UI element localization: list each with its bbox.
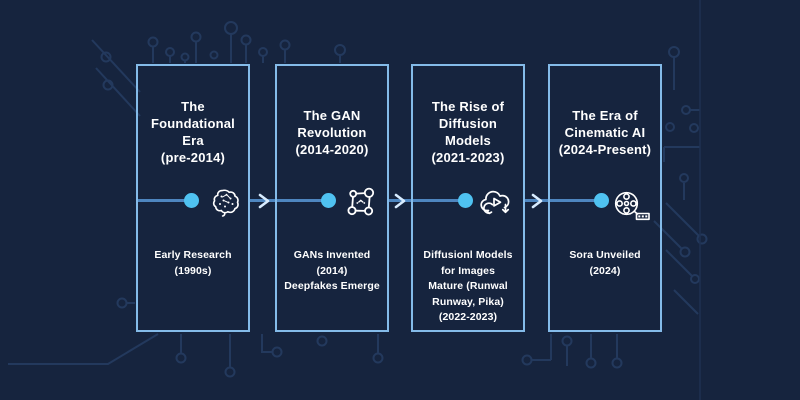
timeline-dot-3: [458, 193, 473, 208]
stage-title: The GAN Revolution: [297, 107, 367, 140]
stage-period: (2021-2023): [431, 150, 505, 165]
brain-icon: [208, 185, 244, 221]
stage-title: The Era of Cinematic AI: [564, 107, 646, 140]
stage-caption: Early Research (1990s): [154, 249, 232, 277]
stage-title-block: The GAN Revolution (2014-2020): [277, 66, 387, 198]
arrow-right-icon: [256, 192, 272, 210]
timeline-segment-3: [389, 199, 466, 202]
stage-box-diffusion-models: The Rise of Diffusion Models (2021-2023)…: [411, 64, 525, 332]
stage-period: (pre-2014): [160, 150, 226, 165]
timeline-segment-2: [250, 199, 329, 202]
stage-box-cinematic-ai: The Era of Cinematic AI (2024-Present) S…: [548, 64, 662, 332]
timeline-dot-4: [594, 193, 609, 208]
stage-caption: Sora Unveiled (2024): [569, 249, 641, 277]
gan-network-icon: [345, 186, 377, 218]
timeline-segment-4: [525, 199, 602, 202]
stage-title: The Foundational Era: [151, 99, 235, 148]
arrow-right-icon: [529, 192, 545, 210]
stage-title: The Rise of Diffusion Models: [431, 99, 505, 148]
timeline-dot-2: [321, 193, 336, 208]
stage-period: (2024-Present): [558, 141, 652, 157]
stage-title-block: The Rise of Diffusion Models (2021-2023): [413, 66, 523, 198]
stage-caption: Diffusionl Models for Images Mature (Run…: [423, 249, 513, 323]
stage-box-foundational-era: The Foundational Era (pre-2014) Early Re…: [136, 64, 250, 332]
timeline-segment-1: [136, 199, 192, 202]
arrow-right-icon: [392, 192, 408, 210]
stage-title-block: The Era of Cinematic AI (2024-Present): [550, 66, 660, 198]
stage-period: (2014-2020): [295, 141, 369, 157]
timeline-dot-1: [184, 193, 199, 208]
stage-title-block: The Foundational Era (pre-2014): [138, 66, 248, 198]
film-reel-icon: [611, 188, 651, 224]
cloud-video-icon: [477, 186, 517, 220]
stage-caption: GANs Invented (2014) Deepfakes Emerge: [284, 249, 380, 292]
stage-box-gan-revolution: The GAN Revolution (2014-2020) GANs Inve…: [275, 64, 389, 332]
